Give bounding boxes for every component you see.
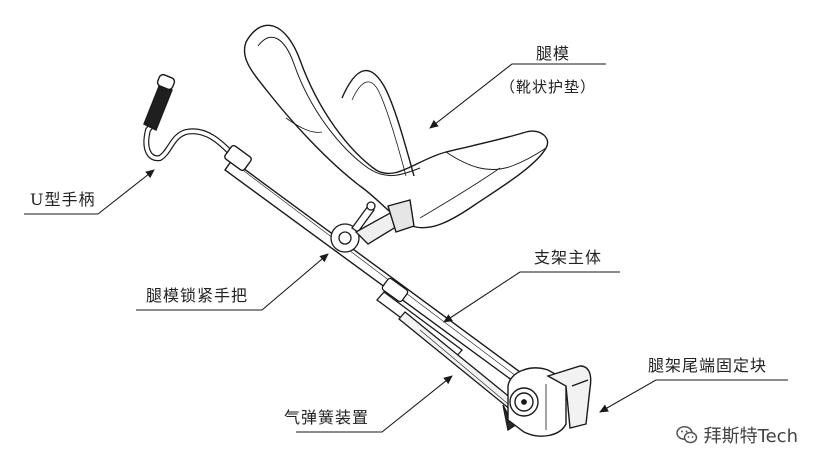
label-leg-mold: 腿模 <box>536 44 571 63</box>
label-gas-spring: 气弹簧装置 <box>284 408 370 427</box>
leader-leg-mold <box>429 63 606 129</box>
wechat-icon <box>675 425 698 445</box>
leg-mold-boot <box>243 24 549 233</box>
tail-fixing-block <box>507 365 592 437</box>
label-frame-body: 支架主体 <box>534 248 603 267</box>
gas-spring <box>376 277 529 432</box>
label-u-handle: U型手柄 <box>30 190 96 209</box>
label-tail-block: 腿架尾端固定块 <box>648 356 768 375</box>
leader-tail-block <box>599 379 788 413</box>
watermark-text: 拜斯特Tech <box>703 426 798 447</box>
label-leg-mold-lock: 腿模锁紧手把 <box>146 286 249 305</box>
leader-frame-body <box>443 271 620 323</box>
leader-lock-handle <box>136 253 329 311</box>
watermark: 拜斯特Tech <box>675 422 798 448</box>
leader-u-handle <box>24 169 155 215</box>
u-handle <box>143 73 252 172</box>
leader-gas-spring <box>296 375 453 433</box>
label-leg-mold-sub: （靴状护垫） <box>500 78 597 96</box>
leader-lines <box>24 63 788 433</box>
